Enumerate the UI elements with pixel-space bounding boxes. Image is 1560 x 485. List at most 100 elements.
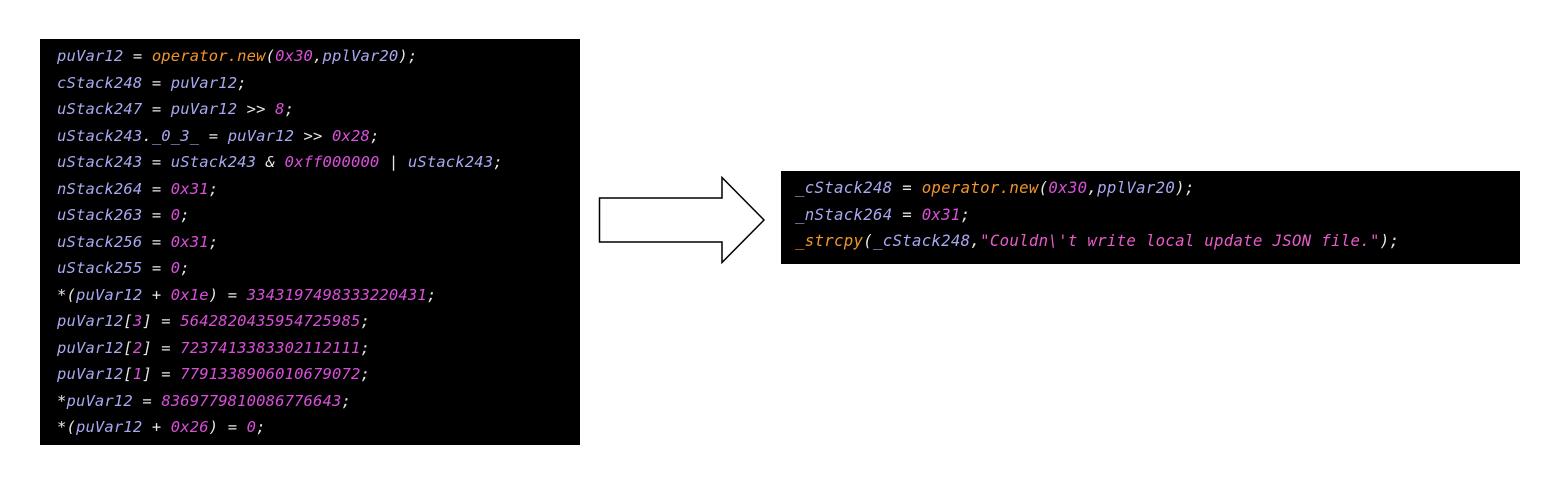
code-token-num: 8369779810086776643 <box>161 391 342 410</box>
code-token-op: = <box>123 47 152 65</box>
code-token-var: uStack243 <box>57 153 143 171</box>
code-token-num: 3 <box>132 312 143 330</box>
code-token-num: 0x26 <box>170 418 209 436</box>
code-token-var: puVar12 <box>170 73 238 92</box>
code-line-before: *(puVar12 + 0x26) = 0; <box>57 414 580 441</box>
code-line-before: nStack264 = 0x31; <box>57 176 580 203</box>
code-token-var: uStack243 <box>170 153 257 171</box>
code-token-var: pplVar20 <box>1097 178 1176 197</box>
code-token-op: ); <box>1379 231 1400 250</box>
code-token-num: 7791338906010679072 <box>180 365 361 383</box>
code-token-op: , <box>1087 178 1098 197</box>
code-line-before: uStack255 = 0; <box>57 255 580 282</box>
code-line-before: puVar12[3] = 5642820435954725985; <box>57 308 580 335</box>
code-line-after: _nStack264 = 0x31; <box>795 202 1520 229</box>
code-token-str: "Couldn\'t write local update JSON file.… <box>980 231 1380 250</box>
code-token-op: ; <box>341 391 351 410</box>
code-line-before: uStack243 = uStack243 & 0xff000000 | uSt… <box>57 149 580 176</box>
code-token-var: uStack243 <box>407 153 494 171</box>
code-token-op: | <box>379 153 408 171</box>
code-token-var: puVar12 <box>66 391 133 410</box>
code-token-num: 0x31 <box>170 179 209 198</box>
code-token-num: 0 <box>246 418 257 436</box>
code-line-before: uStack243._0_3_ = puVar12 >> 0x28; <box>57 123 580 150</box>
code-token-op: , <box>313 47 323 65</box>
code-token-op: ; <box>426 285 437 304</box>
code-token-op: [ <box>123 312 133 330</box>
code-token-var: puVar12 <box>75 418 143 436</box>
code-token-var: _0_3_ <box>151 126 200 145</box>
code-token-var: uStack256 <box>57 232 143 251</box>
code-token-op: ; <box>284 100 295 118</box>
code-token-op: ) = <box>208 418 247 436</box>
code-token-num: 0 <box>170 206 181 224</box>
code-token-op: ; <box>180 206 190 224</box>
code-token-op: ; <box>208 179 219 198</box>
code-token-var: cStack248 <box>57 73 143 92</box>
code-token-var: _cStack248 <box>795 178 893 197</box>
code-token-op: ] = <box>142 312 181 330</box>
code-token-num: 0x31 <box>921 204 961 224</box>
code-token-op: ; <box>180 259 190 277</box>
code-token-op: * <box>57 391 67 410</box>
code-token-op: ); <box>398 47 418 65</box>
code-token-var: puVar12 <box>57 47 124 65</box>
code-token-op: [ <box>123 365 133 383</box>
code-token-op: = <box>199 126 228 145</box>
code-token-var: pplVar20 <box>322 47 399 65</box>
code-token-op: ( <box>1038 178 1049 197</box>
code-line-before: *puVar12 = 8369779810086776643; <box>57 388 580 415</box>
code-token-op: >> <box>237 100 276 118</box>
code-token-num: 8 <box>275 100 285 118</box>
code-token-func: operator.new <box>921 178 1039 197</box>
code-token-var: uStack243 <box>57 126 143 145</box>
code-token-var: puVar12 <box>57 312 124 330</box>
code-token-num: 3343197498333220431 <box>246 285 427 304</box>
code-line-before: puVar12[2] = 7237413383302112111; <box>57 335 580 362</box>
code-token-var: puVar12 <box>170 100 238 118</box>
code-token-var: puVar12 <box>57 338 124 357</box>
code-token-op: ; <box>493 153 503 171</box>
code-token-op: *( <box>57 285 76 304</box>
code-line-before: uStack263 = 0; <box>57 202 580 229</box>
code-token-num: 0x30 <box>1048 178 1088 197</box>
code-token-op: + <box>142 285 171 304</box>
code-token-op: ; <box>960 204 971 224</box>
code-token-num: 7237413383302112111 <box>180 338 361 357</box>
code-token-op: = <box>142 100 171 118</box>
code-line-before: puVar12 = operator.new(0x30,pplVar20); <box>57 43 580 70</box>
code-line-after: _strcpy(_cStack248,"Couldn\'t write loca… <box>795 228 1520 255</box>
code-token-var: puVar12 <box>57 365 124 383</box>
code-token-num: 0x28 <box>332 126 370 145</box>
code-token-var: _cStack248 <box>872 231 971 250</box>
code-token-num: 1 <box>132 365 143 383</box>
code-token-op: . <box>142 126 152 145</box>
code-token-op: = <box>142 259 171 277</box>
code-token-op: >> <box>294 126 333 145</box>
code-token-op: ; <box>208 232 219 251</box>
code-token-var: puVar12 <box>75 285 143 304</box>
code-token-op: ); <box>1175 178 1195 197</box>
code-line-before: uStack256 = 0x31; <box>57 229 580 256</box>
code-token-num: 0x1e <box>170 285 209 304</box>
code-token-op: = <box>142 232 171 251</box>
code-token-num: 0xff000000 <box>284 153 380 171</box>
code-token-op: *( <box>57 418 76 436</box>
code-token-op: [ <box>123 338 133 357</box>
code-line-before: puVar12[1] = 7791338906010679072; <box>57 361 580 388</box>
code-token-op: ) = <box>208 285 247 304</box>
code-token-op: = <box>132 391 162 410</box>
decompiled-code-after-panel: _cStack248 = operator.new(0x30,pplVar20)… <box>781 171 1520 264</box>
code-token-var: uStack247 <box>57 100 143 118</box>
code-token-op: ; <box>256 418 266 436</box>
right-arrow-icon <box>598 176 766 264</box>
code-token-var: _nStack264 <box>795 204 893 224</box>
code-token-num: 0 <box>170 259 181 277</box>
code-token-op: ; <box>360 312 370 330</box>
code-token-op: ( <box>863 231 873 250</box>
code-token-op: ( <box>265 47 276 65</box>
code-token-op: ] = <box>142 338 181 357</box>
code-token-num: 2 <box>132 338 143 357</box>
code-token-op: ] = <box>142 365 181 383</box>
code-token-op: = <box>142 73 171 92</box>
